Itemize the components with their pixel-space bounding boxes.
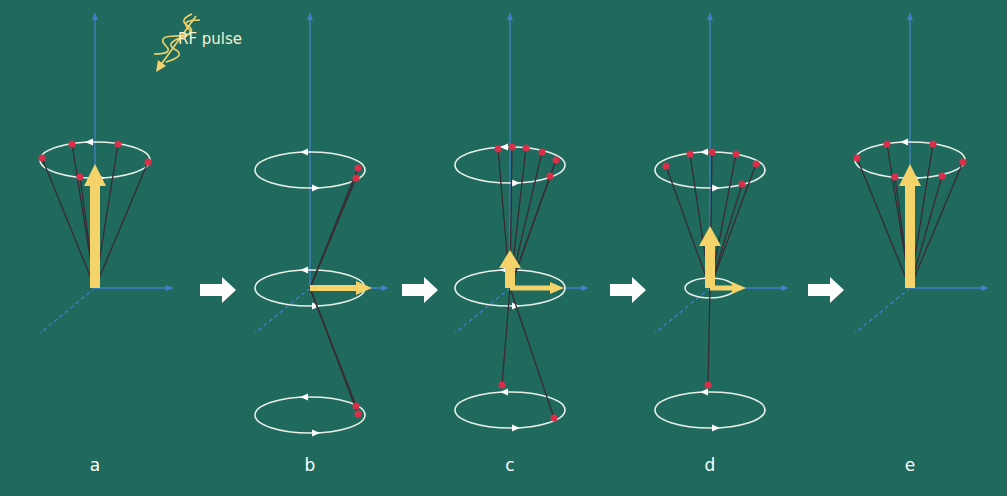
pulse-label: RF pulse (178, 30, 242, 48)
panel-letter: b (305, 455, 316, 475)
panel-letter: e (905, 455, 915, 475)
panel-letter: d (705, 455, 716, 475)
panel-letter: c (505, 455, 514, 475)
panel-letter: a (90, 455, 100, 475)
